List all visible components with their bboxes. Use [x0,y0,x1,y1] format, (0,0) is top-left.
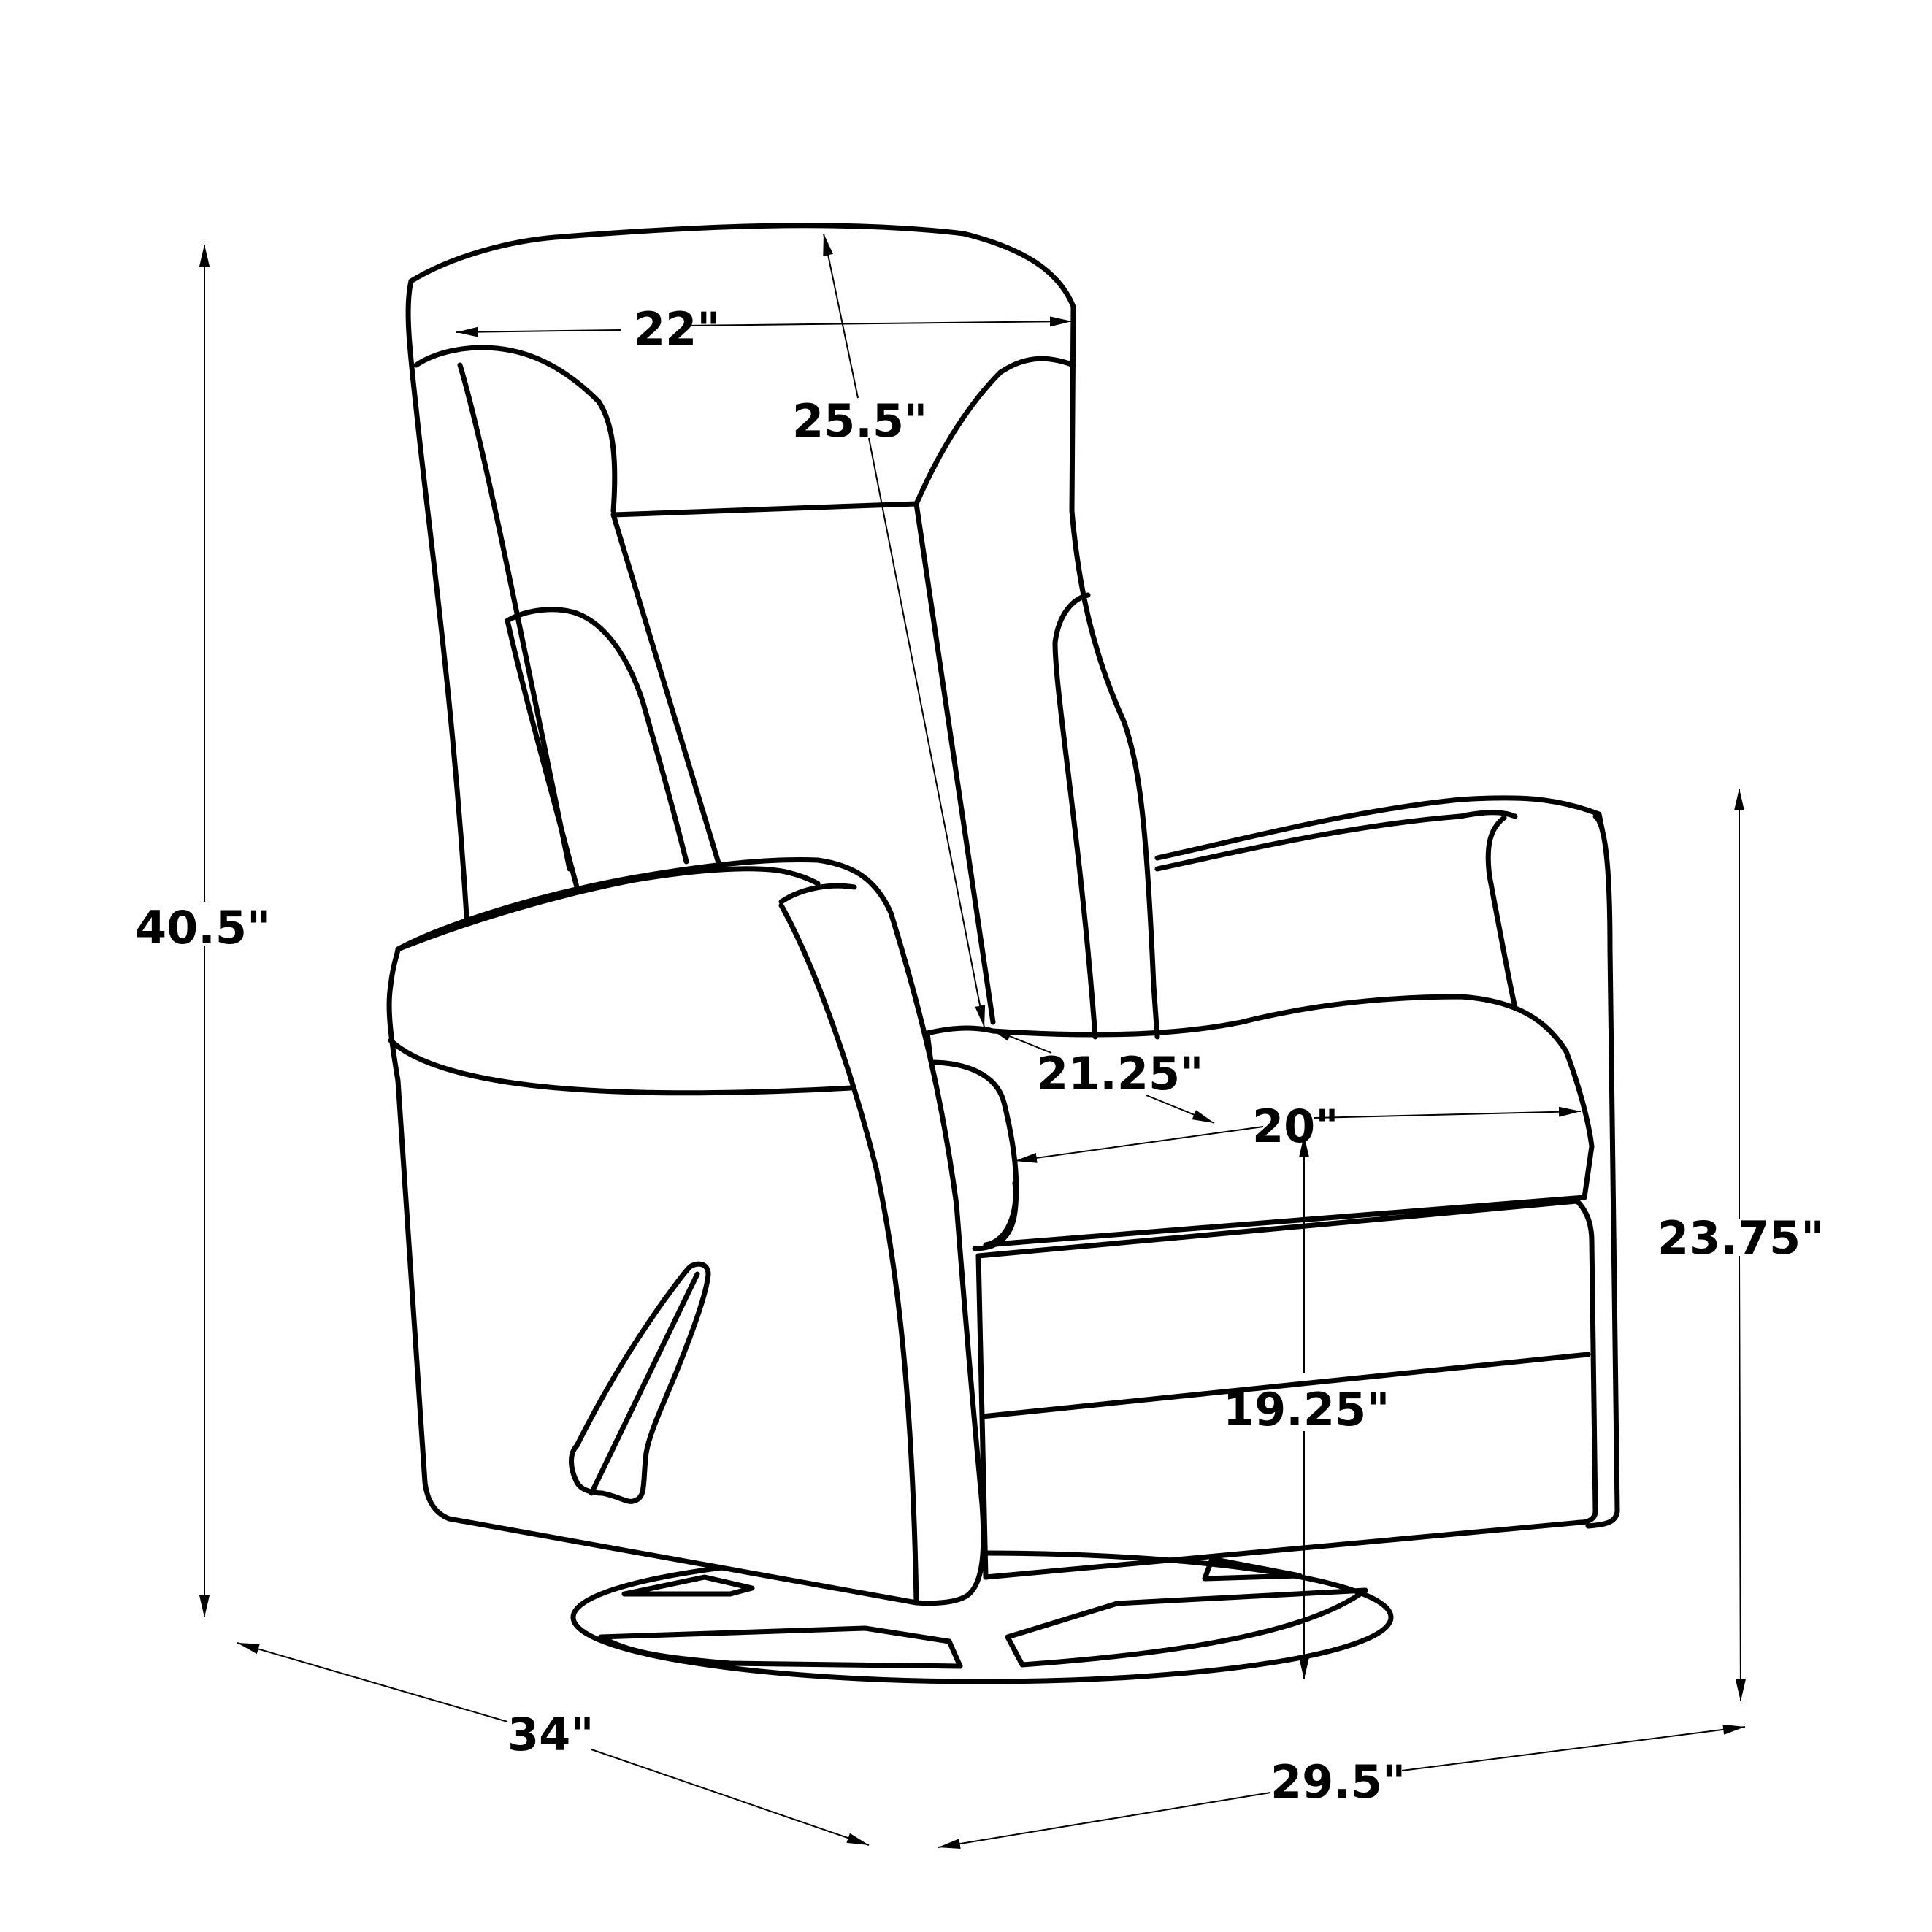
seat-depth-label: 21.25" [1037,1047,1204,1100]
right-arm [1154,795,1620,1529]
back-width-label: 22" [634,302,721,356]
dimension-lines [199,233,1746,1849]
seat-height-label: 19.25" [1223,1383,1390,1436]
depth-label: 34" [507,1708,594,1761]
seat-width-label: 20" [1252,1100,1339,1153]
seat [924,994,1598,1580]
chair-back [405,223,1160,1040]
arm-height-label: 23.75" [1657,1211,1825,1265]
overall-height-label: 40.5" [135,901,271,954]
width-label: 29.5" [1270,1755,1406,1809]
back-height-label: 25.5" [792,394,928,448]
left-arm [386,856,986,1606]
